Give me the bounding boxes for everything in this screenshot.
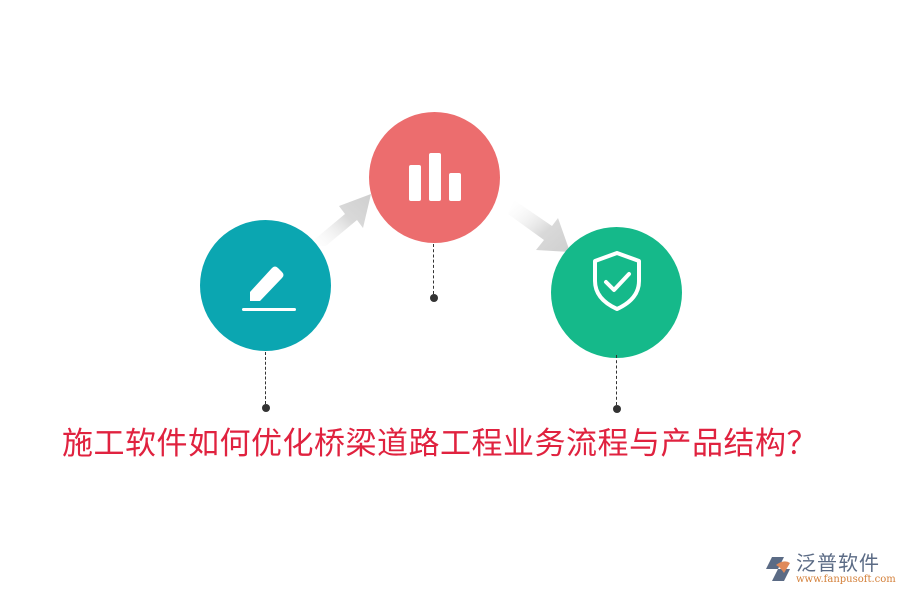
connector-dot-1 [262,404,270,412]
brand-logo: 泛普软件 www.fanpusoft.com [764,552,896,585]
node-edit [200,220,331,351]
node-shield [551,227,682,358]
edit-pencil-icon [241,266,296,311]
logo-name: 泛普软件 [796,551,880,575]
arrow-node1-to-node2 [309,194,371,246]
arrow-node2-to-node3 [508,200,570,252]
connector-dot-2 [430,294,438,302]
fanpu-logo-icon [766,556,790,581]
connector-line-1 [265,352,266,404]
connector-line-3 [616,355,617,405]
shield-check-icon [592,250,641,311]
logo-url: www.fanpusoft.com [796,574,896,585]
node-chart [369,112,500,243]
connector-dot-3 [613,405,621,413]
diagram-title: 施工软件如何优化桥梁道路工程业务流程与产品结构？ [62,426,818,462]
bar-chart-icon [408,152,461,201]
connector-line-2 [433,244,434,294]
